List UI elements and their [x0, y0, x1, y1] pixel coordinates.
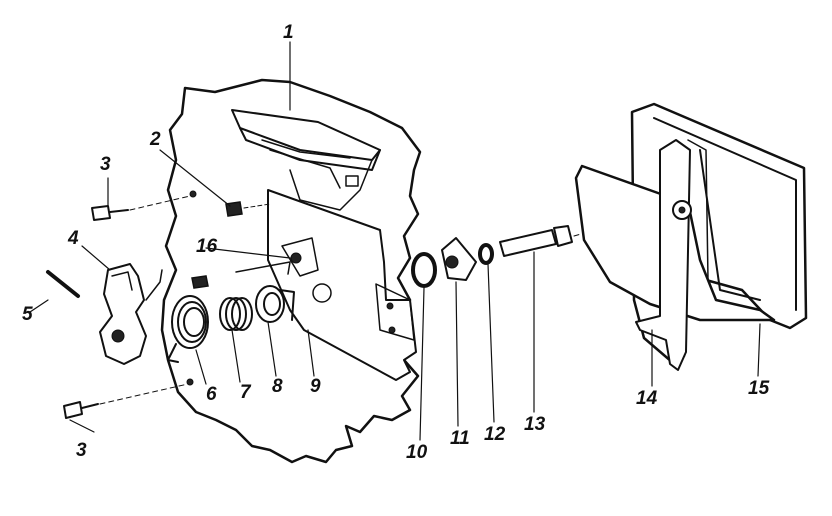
callout-14: 14 [636, 388, 658, 409]
retaining-ring [411, 252, 437, 288]
cam-knob [255, 285, 295, 323]
bolt-16 [191, 261, 291, 289]
top-handle-assembly [231, 109, 381, 211]
spring-coil-6 [167, 295, 209, 363]
screw-3-lower [63, 383, 189, 419]
callout-13: 13 [524, 414, 546, 435]
leader-lines [29, 41, 761, 441]
spring-coil-7 [219, 297, 253, 331]
callout-8: 8 [272, 376, 283, 397]
callout-16: 16 [196, 236, 218, 257]
pin [46, 270, 80, 298]
hole-upper [189, 190, 197, 198]
callout-10: 10 [406, 442, 428, 463]
callout-4: 4 [67, 228, 79, 249]
cover-door [574, 139, 776, 371]
latch-bracket [99, 263, 163, 365]
callout-5: 5 [22, 304, 33, 325]
callout-9: 9 [310, 376, 321, 397]
screw-3-upper [91, 195, 191, 221]
long-bolt [499, 207, 675, 257]
callout-3-lower: 3 [76, 440, 87, 461]
callout-2: 2 [149, 129, 161, 150]
hole-lower [186, 378, 194, 386]
callout-12: 12 [484, 424, 506, 445]
washer [478, 243, 494, 265]
mounting-plate [267, 189, 417, 381]
callout-15: 15 [748, 378, 770, 399]
callout-7: 7 [240, 382, 252, 403]
flange-nut [441, 237, 477, 281]
callout-labels: 1 2 3 3 4 5 6 7 8 9 10 11 12 13 14 15 16 [22, 22, 770, 463]
callout-1: 1 [283, 22, 294, 43]
callout-11: 11 [450, 428, 470, 449]
callout-3-upper: 3 [100, 154, 111, 175]
callout-6: 6 [206, 384, 217, 405]
